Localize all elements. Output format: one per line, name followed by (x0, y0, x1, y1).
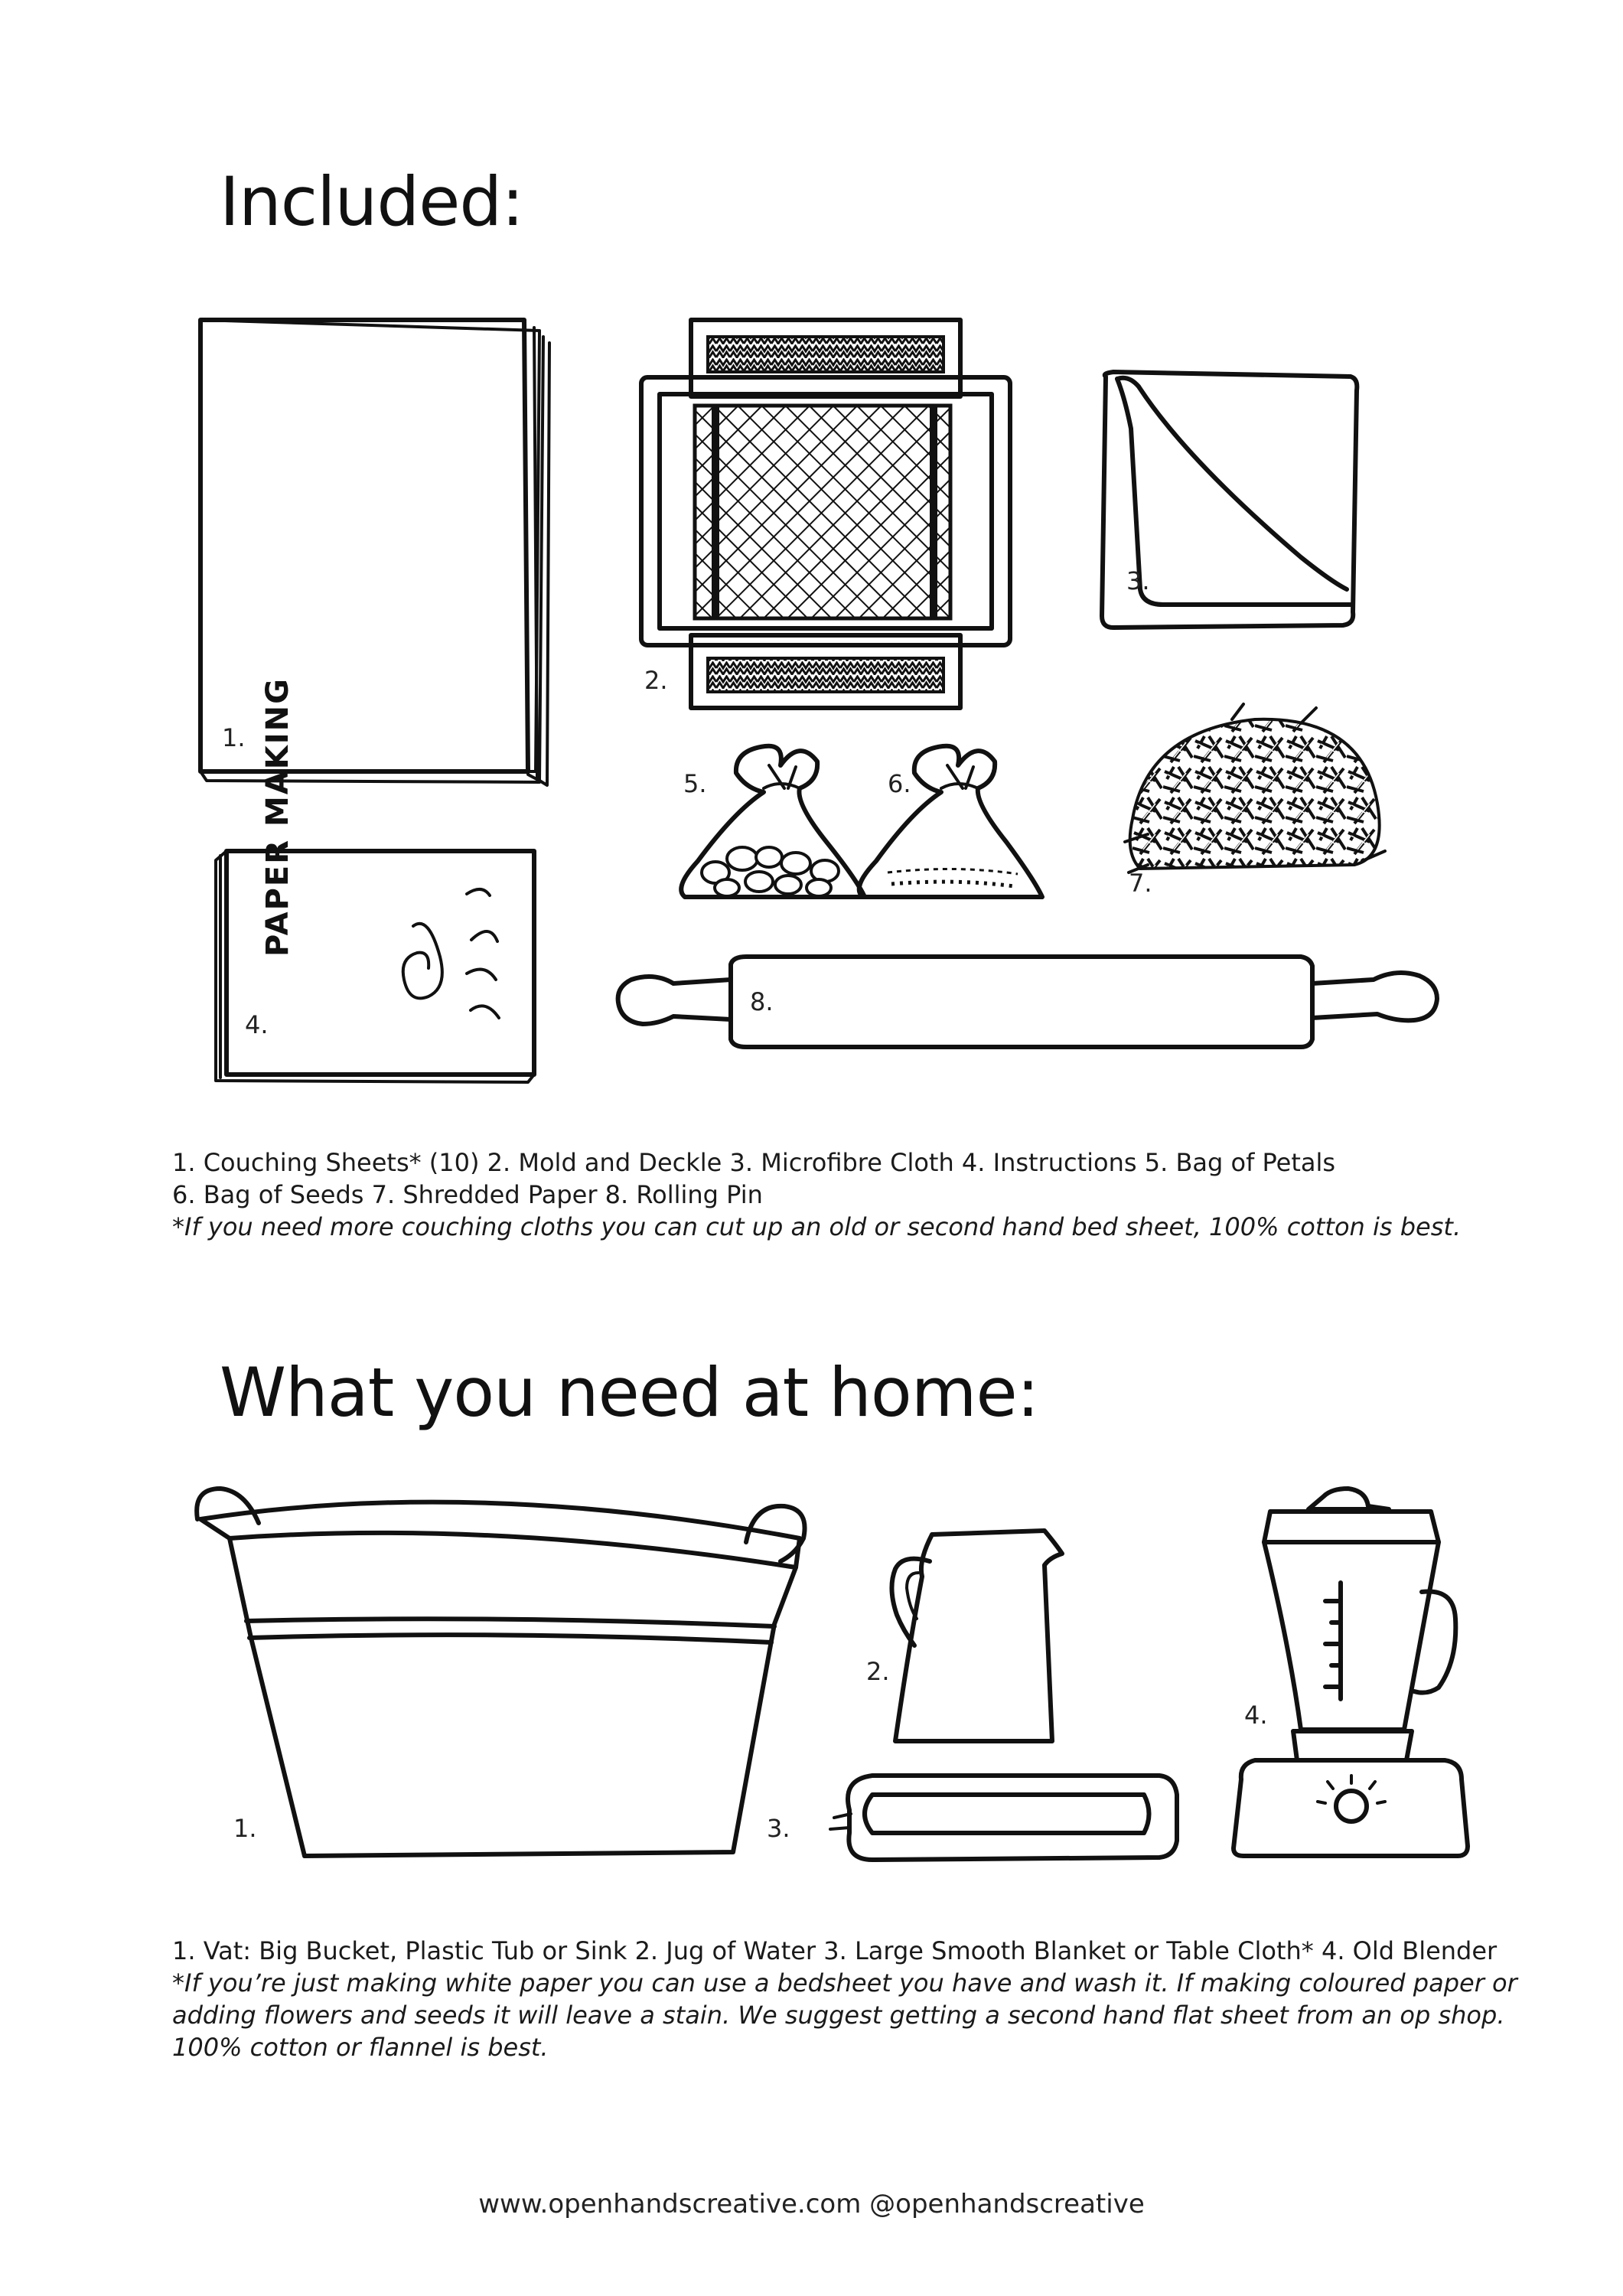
home-label-1: 1. (233, 1814, 257, 1843)
included-label-3: 3. (1126, 566, 1150, 595)
blanket-icon (829, 1773, 1179, 1862)
included-label-8: 8. (750, 987, 774, 1016)
home-label-2: 2. (866, 1657, 890, 1686)
vat-tub-icon (194, 1486, 807, 1858)
included-label-5: 5. (683, 769, 707, 798)
microfibre-cloth-icon (1100, 370, 1360, 630)
home-footnote-line3: 100% cotton or flannel is best. (172, 2033, 549, 2062)
included-label-1: 1. (222, 723, 246, 752)
bag-of-seeds-icon (856, 743, 1045, 899)
included-footnote: *If you need more couching cloths you ca… (172, 1212, 1462, 1241)
instructions-booklet-icon (214, 849, 536, 1084)
home-caption-line1: 1. Vat: Big Bucket, Plastic Tub or Sink … (172, 1936, 1498, 1965)
jug-of-water-icon (889, 1528, 1064, 1743)
included-label-7: 7. (1129, 869, 1152, 898)
mold-and-deckle-icon (639, 318, 1012, 710)
home-label-3: 3. (767, 1814, 790, 1843)
home-heading: What you need at home: (220, 1353, 1039, 1432)
home-footnote-line2: adding flowers and seeds it will leave a… (172, 2001, 1505, 2030)
shredded-paper-icon (1123, 703, 1387, 874)
included-label-6: 6. (888, 769, 911, 798)
footer-website-social: www.openhandscreative.com @openhandscrea… (478, 2189, 1145, 2219)
home-footnote-line1: *If you’re just making white paper you c… (172, 1968, 1517, 1998)
booklet-title: PAPER MAKING (260, 677, 295, 957)
blender-icon (1231, 1486, 1470, 1858)
bag-of-petals-icon (679, 743, 867, 899)
included-caption-line1: 1. Couching Sheets* (10) 2. Mold and Dec… (172, 1148, 1336, 1177)
rolling-pin-icon (615, 954, 1439, 1049)
home-label-4: 4. (1244, 1701, 1268, 1730)
included-label-2: 2. (644, 666, 668, 695)
included-label-4: 4. (245, 1010, 269, 1039)
included-heading: Included: (220, 162, 524, 241)
couching-sheets-icon (198, 318, 551, 787)
included-caption-line2: 6. Bag of Seeds 7. Shredded Paper 8. Rol… (172, 1180, 763, 1209)
